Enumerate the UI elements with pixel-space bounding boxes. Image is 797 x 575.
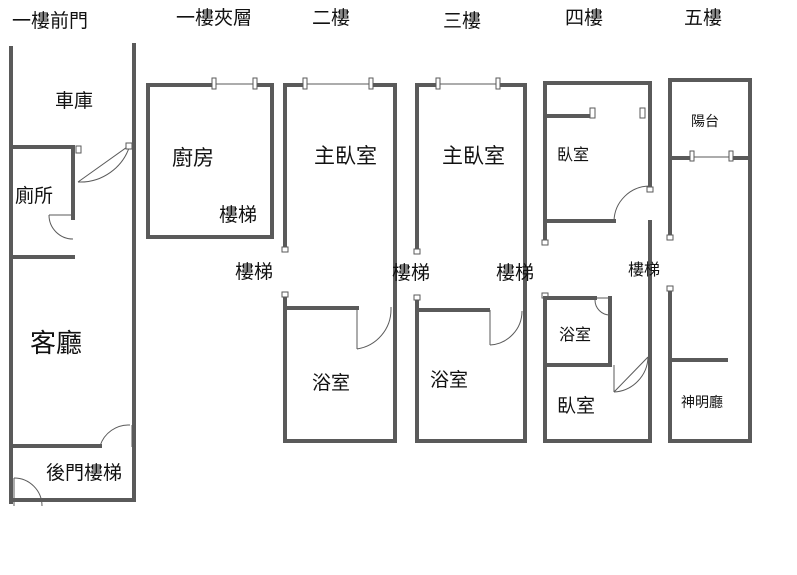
room-living-room: 客廳: [30, 329, 82, 359]
room-3f-stairs-right: 樓梯: [496, 262, 534, 284]
plan-1f-front: [9, 43, 136, 507]
room-2f-master-bedroom: 主臥室: [314, 144, 377, 168]
room-back-stairs: 後門樓梯: [46, 462, 122, 484]
room-5f-balcony: 陽台: [691, 114, 719, 130]
floor-title-5f: 五樓: [684, 7, 722, 29]
room-mezzanine-stairs: 樓梯: [219, 204, 257, 226]
room-toilet: 廁所: [15, 184, 53, 207]
room-3f-bathroom: 浴室: [430, 369, 468, 391]
plan-1f-mezzanine: [146, 77, 274, 239]
room-4f-stairs: 樓梯: [628, 260, 660, 279]
plan-5f: [666, 78, 752, 443]
room-2f-bathroom: 浴室: [312, 372, 350, 394]
room-garage: 車庫: [55, 90, 93, 112]
plan-3f: [413, 77, 527, 443]
room-3f-stairs-left: 樓梯: [392, 262, 430, 284]
room-5f-shrine-hall: 神明廳: [681, 394, 723, 411]
room-2f-stairs: 樓梯: [235, 261, 273, 283]
floor-title-2f: 二樓: [312, 7, 350, 29]
floor-title-3f: 三樓: [443, 10, 481, 32]
plan-2f: [281, 77, 397, 443]
plan-4f: [541, 81, 654, 443]
floor-title-4f: 四樓: [565, 7, 603, 29]
floor-title-1f-mezzanine: 一樓夾層: [176, 7, 252, 29]
room-4f-bathroom: 浴室: [559, 325, 591, 344]
room-4f-bedroom-bottom: 臥室: [557, 395, 595, 417]
floor-title-1f-front: 一樓前門: [12, 10, 88, 32]
room-kitchen: 廚房: [172, 146, 214, 170]
room-3f-master-bedroom: 主臥室: [442, 144, 505, 168]
room-4f-bedroom-top: 臥室: [557, 145, 589, 164]
